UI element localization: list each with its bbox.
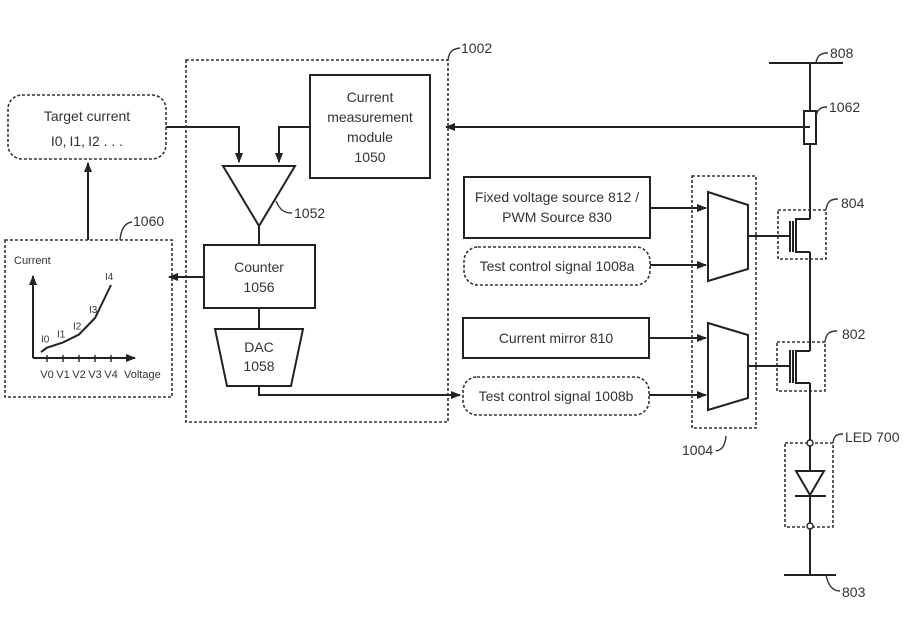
current-mirror-box: Current mirror 810 xyxy=(462,317,650,359)
mux-bottom xyxy=(707,321,749,412)
leader-803 xyxy=(825,574,841,592)
dac-1058: DAC 1058 xyxy=(213,328,305,387)
x-tick-label: V2 xyxy=(72,369,85,381)
svg-text:1050: 1050 xyxy=(354,149,385,165)
comparator-1052 xyxy=(221,165,297,228)
controller-block-1002 xyxy=(185,59,449,423)
target-to-comparator-arrow xyxy=(166,126,243,163)
target-current-title: Target current xyxy=(44,108,130,124)
leader-1004 xyxy=(715,435,727,452)
leader-1062 xyxy=(815,106,828,118)
svg-text:PWM Source 830: PWM Source 830 xyxy=(502,209,612,225)
test-control-signal-a: Test control signal 1008a xyxy=(463,246,651,286)
label-808: 808 xyxy=(830,45,854,61)
target-current-values: I0,I1,I2 . . . xyxy=(51,133,123,149)
point-label: I4 xyxy=(105,272,114,283)
svg-text:DAC: DAC xyxy=(244,339,274,355)
x-tick-label: V3 xyxy=(88,369,101,381)
label-802: 802 xyxy=(842,326,866,342)
x-axis-label: Voltage xyxy=(124,369,161,381)
leader-led-700 xyxy=(832,433,844,444)
transistor-804 xyxy=(777,209,827,260)
svg-text:Counter: Counter xyxy=(234,259,284,275)
label-1060: 1060 xyxy=(133,213,164,229)
transistor-802 xyxy=(776,341,826,392)
label-1062: 1062 xyxy=(829,99,860,115)
svg-text:1058: 1058 xyxy=(243,358,274,374)
label-1052: 1052 xyxy=(294,205,325,221)
leader-802 xyxy=(824,330,838,343)
leader-808 xyxy=(815,52,829,64)
svg-text:module: module xyxy=(347,129,393,145)
leader-1002 xyxy=(447,47,461,61)
x-tick-label: V1 xyxy=(56,369,69,381)
y-axis-label: Current xyxy=(14,255,51,267)
x-tick-label: V4 xyxy=(104,369,117,381)
curve-block-1060 xyxy=(4,239,173,398)
test-control-signal-b: Test control signal 1008b xyxy=(462,376,650,416)
label-1002: 1002 xyxy=(461,40,492,56)
point-label: I1 xyxy=(57,329,66,340)
counter-1056: Counter 1056 xyxy=(203,244,316,309)
leader-1060 xyxy=(119,221,133,241)
svg-text:Current: Current xyxy=(347,89,394,105)
label-804: 804 xyxy=(841,195,865,211)
leader-804 xyxy=(825,198,839,211)
leader-1052 xyxy=(275,200,293,214)
label-1004: 1004 xyxy=(682,442,713,458)
mux-block-1004 xyxy=(691,175,757,429)
target-current-box: Target current I0,I1,I2 . . . xyxy=(7,94,167,160)
x-tick-label: V0 xyxy=(40,369,53,381)
point-label: I0 xyxy=(41,335,50,346)
label-803: 803 xyxy=(842,584,866,600)
svg-text:Fixed voltage source 812 /: Fixed voltage source 812 / xyxy=(475,189,639,205)
current-measurement-module: Current measurement module 1050 xyxy=(309,74,431,179)
svg-text:Test control signal 1008b: Test control signal 1008b xyxy=(479,388,634,404)
svg-text:measurement: measurement xyxy=(327,109,413,125)
fixed-voltage-source-box: Fixed voltage source 812 / PWM Source 83… xyxy=(463,176,651,239)
dac-to-test-signal-b-arrow xyxy=(258,386,461,399)
label-led-700: LED 700 xyxy=(845,429,900,445)
measurement-to-comparator-arrow xyxy=(275,126,310,163)
svg-text:1056: 1056 xyxy=(243,279,274,295)
mux-top xyxy=(707,190,749,283)
led-700 xyxy=(784,439,834,530)
point-label: I2 xyxy=(73,322,82,333)
svg-text:Test control signal 1008a: Test control signal 1008a xyxy=(480,258,635,274)
iv-curve-line xyxy=(40,284,112,353)
point-label: I3 xyxy=(89,305,98,316)
svg-text:Current mirror 810: Current mirror 810 xyxy=(499,330,614,346)
